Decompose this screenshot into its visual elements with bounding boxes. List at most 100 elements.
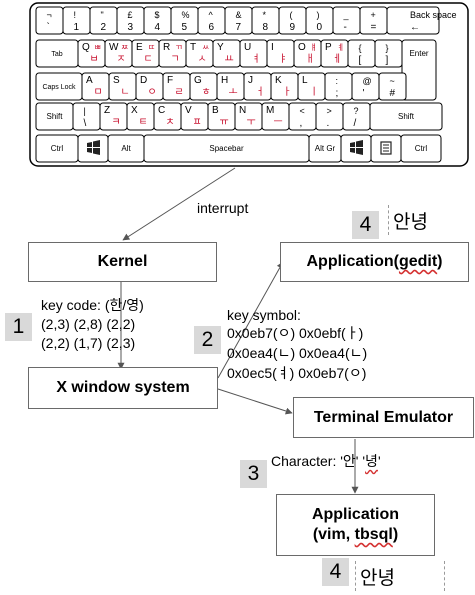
svg-text:S: S [113, 75, 120, 86]
svg-text:.: . [327, 118, 330, 129]
key--3-9: <, [288, 102, 317, 131]
key-enter-1-13: Enter [401, 39, 437, 101]
svg-text:C: C [158, 105, 165, 116]
svg-text::: : [336, 76, 339, 86]
svg-text:Q: Q [82, 42, 90, 53]
svg-text:]: ] [386, 55, 389, 66]
app-vim-line-1: Application [311, 506, 400, 523]
keyboard-illustration: ¬`!1"2£3$4%5^6&7*8(9)0_-+=Back space←Tab… [29, 2, 469, 167]
interrupt-label: interrupt [197, 200, 249, 216]
svg-text:K: K [275, 75, 282, 86]
svg-text:ㅉ: ㅉ [121, 43, 128, 52]
key--0-4: $4 [143, 6, 172, 35]
svg-text:ㅛ: ㅛ [225, 54, 234, 65]
character-label: Character: '안' '녕' [271, 453, 381, 469]
svg-text:+: + [371, 10, 376, 20]
svg-text:¬: ¬ [47, 10, 52, 20]
svg-text:Tab: Tab [51, 51, 62, 58]
svg-text:%: % [182, 10, 190, 20]
svg-text:0: 0 [317, 22, 323, 33]
key-v-3-5: Vㅍ [180, 102, 209, 131]
svg-text:": " [101, 10, 104, 20]
svg-text:A: A [86, 75, 93, 86]
svg-text:5: 5 [182, 22, 188, 33]
result-hangul-bottom: 안녕 [355, 561, 445, 591]
svg-text:@: @ [363, 76, 372, 86]
svg-text:Alt Gr: Alt Gr [315, 144, 336, 153]
key-b-3-6: Bㅠ [207, 102, 236, 131]
terminal-emulator-label: Terminal Emulator [313, 408, 454, 426]
app-vim-line-2: (vim, tbsql) [312, 526, 399, 543]
app-gedit-label: Application(gedit) [306, 253, 443, 270]
svg-text:ㅖ: ㅖ [337, 43, 344, 52]
svg-text:ㄴ: ㄴ [121, 87, 130, 98]
step-badge-4-bottom: 4 [322, 558, 349, 586]
arrow-xwindow-to-gedit [217, 261, 284, 379]
svg-text:Shift: Shift [398, 112, 415, 121]
keysym-title: key symbol: [227, 307, 301, 323]
svg-text:£: £ [128, 10, 133, 20]
key-h-2-6: Hㅗ [216, 72, 245, 101]
svg-text:*: * [263, 10, 267, 20]
key--2-12: ~# [378, 72, 407, 101]
svg-text:R: R [163, 42, 170, 53]
svg-text:|: | [84, 106, 86, 116]
svg-text:ㅕ: ㅕ [252, 53, 261, 65]
svg-text:Y: Y [217, 42, 224, 53]
svg-text:Z: Z [104, 105, 110, 116]
svg-text:^: ^ [209, 10, 214, 20]
svg-text:7: 7 [236, 22, 242, 33]
keycode-title: key code: (한/영) [41, 297, 144, 313]
key--0-9: (9 [278, 6, 307, 35]
svg-text:): ) [317, 10, 320, 20]
xwindow-box: X window system [28, 367, 218, 409]
svg-text:T: T [190, 42, 196, 53]
svg-text:ㅠ: ㅠ [220, 117, 229, 128]
svg-text:\: \ [84, 118, 87, 129]
svg-text:ㅃ: ㅃ [94, 43, 101, 52]
svg-text:ㅇ: ㅇ [148, 87, 157, 98]
key-backspace-0-13: Back space ← [386, 6, 457, 35]
svg-text:-: - [344, 22, 347, 33]
key-a-2-1: Aㅁ [81, 72, 110, 101]
svg-text:9: 9 [290, 22, 296, 33]
svg-text:ㄸ: ㄸ [148, 43, 155, 52]
svg-text:Back space: Back space [410, 10, 457, 20]
svg-text:P: P [325, 42, 332, 53]
svg-text:/: / [354, 118, 357, 129]
svg-text:ㅗ: ㅗ [229, 87, 238, 98]
svg-text:,: , [300, 118, 303, 129]
svg-text:$: $ [155, 10, 160, 20]
svg-text:L: L [302, 75, 308, 86]
svg-text:ㅈ: ㅈ [117, 54, 126, 65]
svg-text:Shift: Shift [46, 112, 63, 121]
key-ctrl-4-0: Ctrl [35, 134, 79, 163]
key-f-2-4: Fㄹ [162, 72, 191, 101]
svg-text:;: ; [336, 88, 339, 99]
svg-text:Caps Lock: Caps Lock [42, 84, 76, 91]
svg-text:ㅁ: ㅁ [94, 87, 103, 98]
step-badge-4-top: 4 [352, 211, 379, 239]
svg-text:}: } [386, 43, 389, 53]
svg-text:ㅂ: ㅂ [90, 54, 99, 65]
svg-text:[: [ [359, 55, 362, 66]
svg-text:ㅋ: ㅋ [112, 117, 121, 128]
step-badge-1: 1 [5, 313, 32, 341]
svg-text:N: N [239, 105, 246, 116]
svg-text:1: 1 [74, 22, 80, 33]
svg-text:W: W [109, 42, 119, 53]
step-badge-2: 2 [194, 326, 221, 354]
key-x-3-3: Xㅌ [126, 102, 155, 131]
svg-text:V: V [185, 105, 192, 116]
keycode-line-2: (2,2) (1,7) (2,3) [41, 335, 136, 351]
svg-text:←: ← [410, 22, 420, 33]
svg-text:(: ( [290, 10, 293, 20]
keysym-line-1: 0x0eb7(ㅇ) 0x0ebf(ㅏ) [227, 325, 364, 341]
key-ctrl-4-7: Ctrl [400, 134, 442, 163]
svg-text:ㅐ: ㅐ [306, 53, 315, 65]
